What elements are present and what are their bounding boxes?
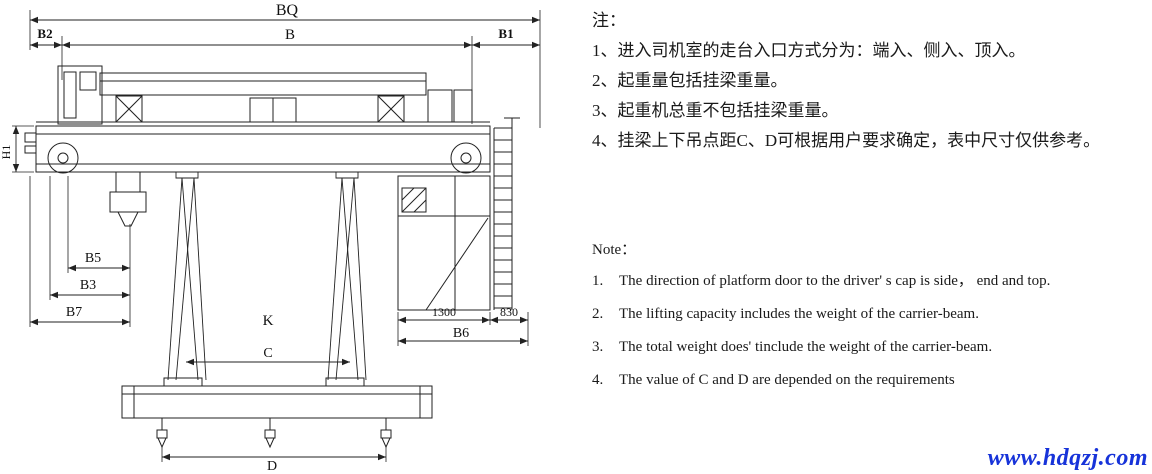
item-number: 4. bbox=[592, 372, 604, 388]
dim-label-1300: 1300 bbox=[432, 305, 456, 319]
chinese-notes: 注： 1、进入司机室的走台入口方式分为：端入、侧入、顶入。 2、起重量包括挂梁重… bbox=[592, 6, 1148, 156]
left-buffer bbox=[25, 133, 36, 153]
item-text: The lifting capacity includes the weight… bbox=[619, 306, 979, 322]
dimension-lines bbox=[12, 16, 540, 461]
dim-label-b: B bbox=[285, 27, 295, 43]
english-note-item-1: 1. The direction of platform door to the… bbox=[592, 270, 1148, 292]
notes-panel: 注： 1、进入司机室的走台入口方式分为：端入、侧入、顶入。 2、起重量包括挂梁重… bbox=[592, 6, 1148, 402]
hoist-block bbox=[110, 172, 146, 226]
chinese-note-item-2: 2、起重量包括挂梁重量。 bbox=[592, 71, 788, 90]
item-number: 1. bbox=[592, 273, 604, 289]
dim-label-d: D bbox=[267, 459, 277, 474]
item-text: The total weight does' tinclude the weig… bbox=[619, 339, 993, 355]
right-end-wheel bbox=[451, 143, 481, 173]
ladder bbox=[494, 118, 520, 310]
dim-label-b1: B1 bbox=[498, 26, 513, 41]
english-note-item-2: 2. The lifting capacity includes the wei… bbox=[592, 303, 1148, 325]
dim-label-b2: B2 bbox=[37, 26, 52, 41]
english-notes: Note： 1. The direction of platform door … bbox=[592, 238, 1148, 391]
english-note-item-3: 3. The total weight does' tinclude the w… bbox=[592, 336, 1148, 358]
item-number: 3. bbox=[592, 339, 604, 355]
dim-label-b5: B5 bbox=[85, 251, 101, 266]
crane-drawing: BQ B B2 B1 H1 B5 B3 B7 K C 1300 830 B6 D bbox=[0, 2, 585, 474]
english-notes-title: Note： bbox=[592, 242, 637, 258]
english-note-item-4: 4. The value of C and D are depended on … bbox=[592, 369, 1148, 391]
dim-label-830: 830 bbox=[500, 305, 518, 319]
dim-label-h1: H1 bbox=[0, 145, 13, 160]
dim-label-bq: BQ bbox=[276, 2, 299, 19]
watermark-url: www.hdqzj.com bbox=[987, 445, 1148, 471]
item-text: The value of C and D are depended on the… bbox=[619, 372, 955, 388]
hooks bbox=[157, 418, 391, 447]
carrier-beam bbox=[122, 378, 432, 418]
dim-label-b6: B6 bbox=[453, 326, 469, 341]
item-text: The direction of platform door to the dr… bbox=[619, 273, 1051, 289]
left-end-wheel bbox=[48, 143, 78, 173]
dim-label-k: K bbox=[263, 313, 274, 329]
bridge-girder bbox=[36, 122, 490, 172]
cab-frame bbox=[398, 176, 490, 310]
chinese-note-item-3: 3、起重机总重不包括挂梁重量。 bbox=[592, 101, 839, 120]
chinese-notes-title: 注： bbox=[592, 11, 626, 30]
extension-lines bbox=[12, 10, 540, 462]
chinese-note-item-4: 4、挂梁上下吊点距C、D可根据用户要求确定，表中尺寸仅供参考。 bbox=[592, 131, 1101, 150]
chinese-note-item-1: 1、进入司机室的走台入口方式分为：端入、侧入、顶入。 bbox=[592, 41, 1026, 60]
trolley-assembly bbox=[58, 66, 472, 124]
dim-label-c: C bbox=[263, 346, 272, 361]
dimension-labels: BQ B B2 B1 H1 B5 B3 B7 K C 1300 830 B6 D bbox=[0, 2, 518, 474]
item-number: 2. bbox=[592, 306, 604, 322]
dim-label-b3: B3 bbox=[80, 278, 96, 293]
lifting-ropes bbox=[168, 172, 366, 380]
dim-label-b7: B7 bbox=[66, 305, 82, 320]
